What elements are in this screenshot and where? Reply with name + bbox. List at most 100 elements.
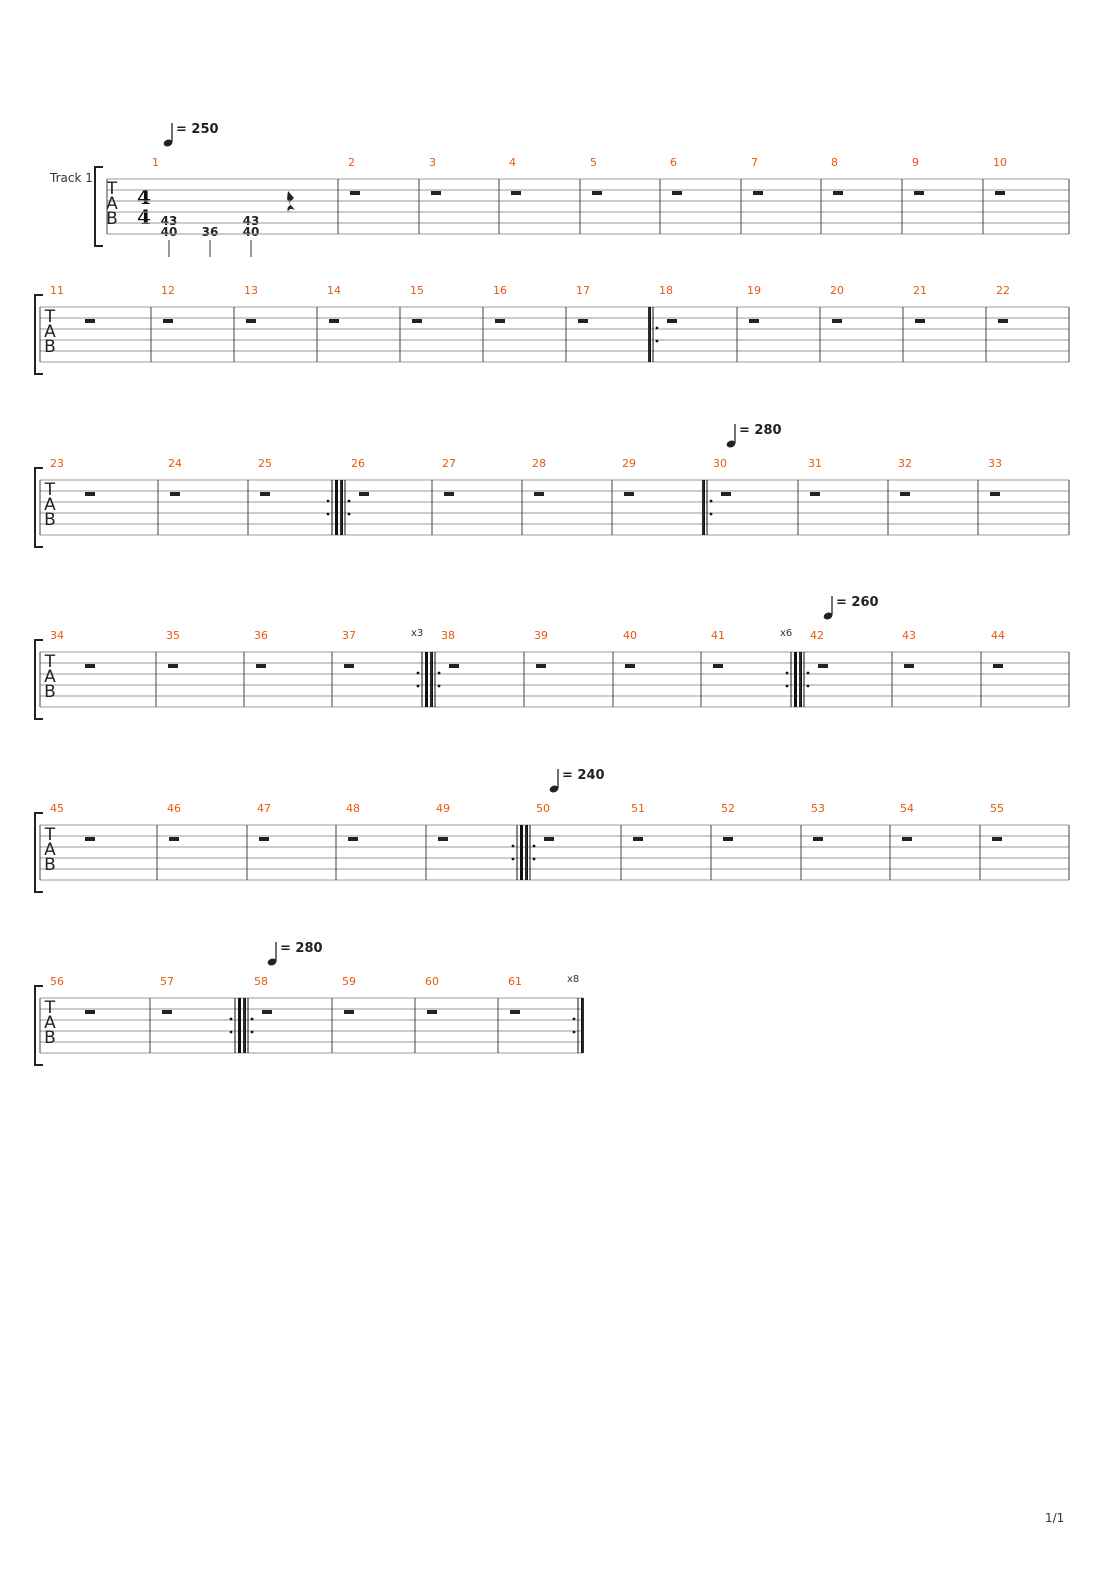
page-number: 1/1 bbox=[1045, 1511, 1064, 1525]
repeat-dot bbox=[655, 339, 659, 343]
measure-number: 59 bbox=[342, 975, 356, 988]
whole-rest bbox=[412, 319, 422, 323]
tempo-marking: = 280 bbox=[280, 941, 323, 956]
repeat-dot bbox=[437, 671, 441, 675]
tempo-marking: = 240 bbox=[562, 768, 605, 783]
tab-clef-letter: B bbox=[44, 855, 56, 875]
repeat-dot bbox=[572, 1017, 576, 1021]
measure-number: 54 bbox=[900, 802, 914, 815]
fret-number: 36 bbox=[202, 225, 219, 239]
tempo-marking: = 250 bbox=[176, 122, 219, 137]
whole-rest bbox=[169, 837, 179, 841]
whole-rest bbox=[914, 191, 924, 195]
whole-rest bbox=[348, 837, 358, 841]
repeat-dot bbox=[511, 857, 515, 861]
repeat-dot bbox=[532, 857, 536, 861]
repeat-dot bbox=[326, 512, 330, 516]
tab-clef-letter: A bbox=[44, 1013, 56, 1033]
measure-number: 16 bbox=[493, 284, 507, 297]
measure-number: 60 bbox=[425, 975, 439, 988]
repeat-dot bbox=[709, 499, 713, 503]
measure-number: 31 bbox=[808, 457, 822, 470]
tab-clef-letter: B bbox=[106, 209, 118, 229]
whole-rest bbox=[544, 837, 554, 841]
whole-rest bbox=[495, 319, 505, 323]
whole-rest bbox=[329, 319, 339, 323]
tab-clef-letter: B bbox=[44, 337, 56, 357]
measure-number: 8 bbox=[831, 156, 838, 169]
tempo-marking: = 260 bbox=[836, 595, 879, 610]
measure-number: 20 bbox=[830, 284, 844, 297]
measure-number: 42 bbox=[810, 629, 824, 642]
repeat-dot bbox=[250, 1017, 254, 1021]
tab-clef-letter: B bbox=[44, 682, 56, 702]
repeat-end-thick-bar bbox=[794, 652, 797, 707]
repeat-dot bbox=[806, 671, 810, 675]
measure-number: 28 bbox=[532, 457, 546, 470]
tab-clef-letter: T bbox=[106, 179, 118, 199]
whole-rest bbox=[260, 492, 270, 496]
tab-clef-letter: T bbox=[44, 998, 56, 1018]
repeat-dot bbox=[416, 684, 420, 688]
system-bracket bbox=[94, 166, 103, 247]
measure-number: 38 bbox=[441, 629, 455, 642]
measure-number: 2 bbox=[348, 156, 355, 169]
whole-rest bbox=[511, 191, 521, 195]
whole-rest bbox=[749, 319, 759, 323]
measure-number: 14 bbox=[327, 284, 341, 297]
repeat-end-thick-bar bbox=[238, 998, 241, 1053]
measure-number: 36 bbox=[254, 629, 268, 642]
repeat-dot bbox=[416, 671, 420, 675]
measure-number: 41 bbox=[711, 629, 725, 642]
system-bracket bbox=[34, 812, 43, 893]
whole-rest bbox=[510, 1010, 520, 1014]
repeat-dot bbox=[785, 671, 789, 675]
whole-rest bbox=[578, 319, 588, 323]
whole-rest bbox=[449, 664, 459, 668]
whole-rest bbox=[990, 492, 1000, 496]
measure-number: 49 bbox=[436, 802, 450, 815]
tab-clef-letter: B bbox=[44, 1028, 56, 1048]
whole-rest bbox=[162, 1010, 172, 1014]
measure-number: 25 bbox=[258, 457, 272, 470]
quarter-note-icon bbox=[163, 139, 173, 147]
measure-number: 22 bbox=[996, 284, 1010, 297]
measure-number: 23 bbox=[50, 457, 64, 470]
measure-number: 12 bbox=[161, 284, 175, 297]
whole-rest bbox=[85, 492, 95, 496]
quarter-rest bbox=[287, 191, 295, 212]
measure-number: 43 bbox=[902, 629, 916, 642]
tab-clef-letter: T bbox=[44, 480, 56, 500]
repeat-dot bbox=[655, 326, 659, 330]
whole-rest bbox=[633, 837, 643, 841]
repeat-dot bbox=[347, 499, 351, 503]
whole-rest bbox=[904, 664, 914, 668]
repeat-count-label: x6 bbox=[780, 628, 792, 639]
whole-rest bbox=[344, 1010, 354, 1014]
measure-number: 6 bbox=[670, 156, 677, 169]
whole-rest bbox=[713, 664, 723, 668]
whole-rest bbox=[902, 837, 912, 841]
measure-number: 17 bbox=[576, 284, 590, 297]
whole-rest bbox=[170, 492, 180, 496]
repeat-count-label: x8 bbox=[567, 974, 579, 985]
whole-rest bbox=[350, 191, 360, 195]
measure-number: 61 bbox=[508, 975, 522, 988]
whole-rest bbox=[431, 191, 441, 195]
measure-number: 34 bbox=[50, 629, 64, 642]
whole-rest bbox=[163, 319, 173, 323]
measure-number: 18 bbox=[659, 284, 673, 297]
whole-rest bbox=[818, 664, 828, 668]
measure-number: 51 bbox=[631, 802, 645, 815]
measure-number: 26 bbox=[351, 457, 365, 470]
whole-rest bbox=[723, 837, 733, 841]
whole-rest bbox=[438, 837, 448, 841]
repeat-dot bbox=[250, 1030, 254, 1034]
whole-rest bbox=[85, 1010, 95, 1014]
whole-rest bbox=[995, 191, 1005, 195]
measure-number: 55 bbox=[990, 802, 1004, 815]
whole-rest bbox=[900, 492, 910, 496]
measure-number: 46 bbox=[167, 802, 181, 815]
measure-number: 56 bbox=[50, 975, 64, 988]
